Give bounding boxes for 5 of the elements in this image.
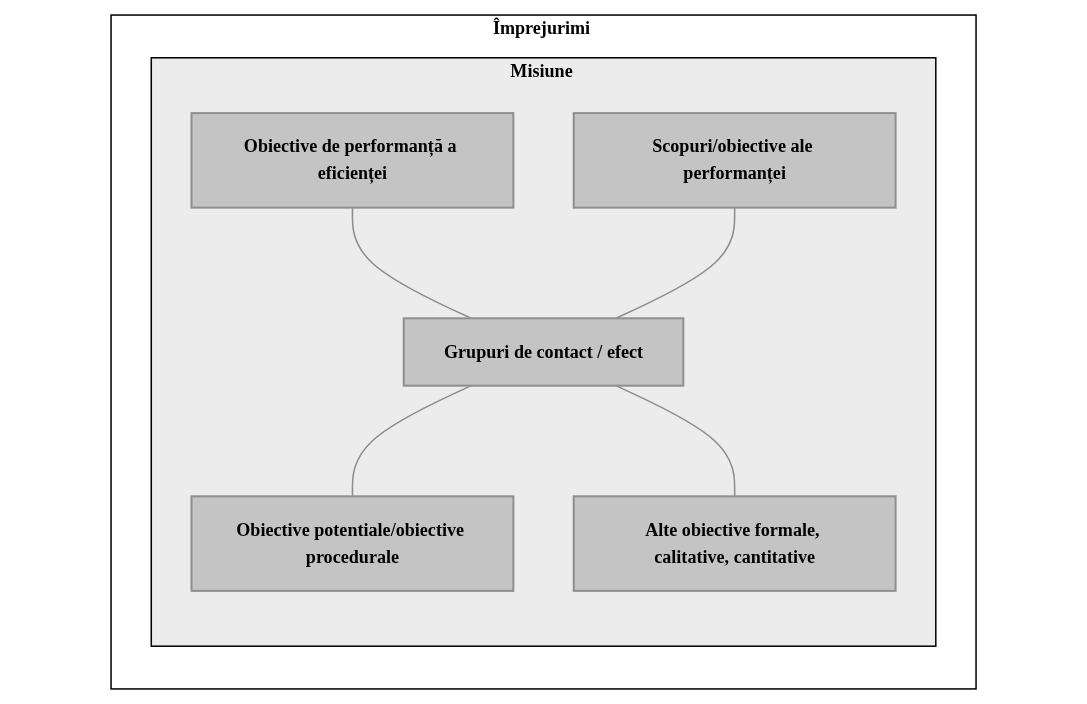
node-box: Grupuri de contact / efect bbox=[402, 317, 685, 387]
node-box: Obiective potentiale/obiective procedurale bbox=[190, 495, 515, 592]
node-box: Alte obiective formale, calitative, cantitative bbox=[572, 495, 897, 592]
node-box: Scopuri/obiective ale performanței bbox=[572, 112, 897, 209]
node-box: Obiective de performanță a eficienței bbox=[190, 112, 515, 209]
